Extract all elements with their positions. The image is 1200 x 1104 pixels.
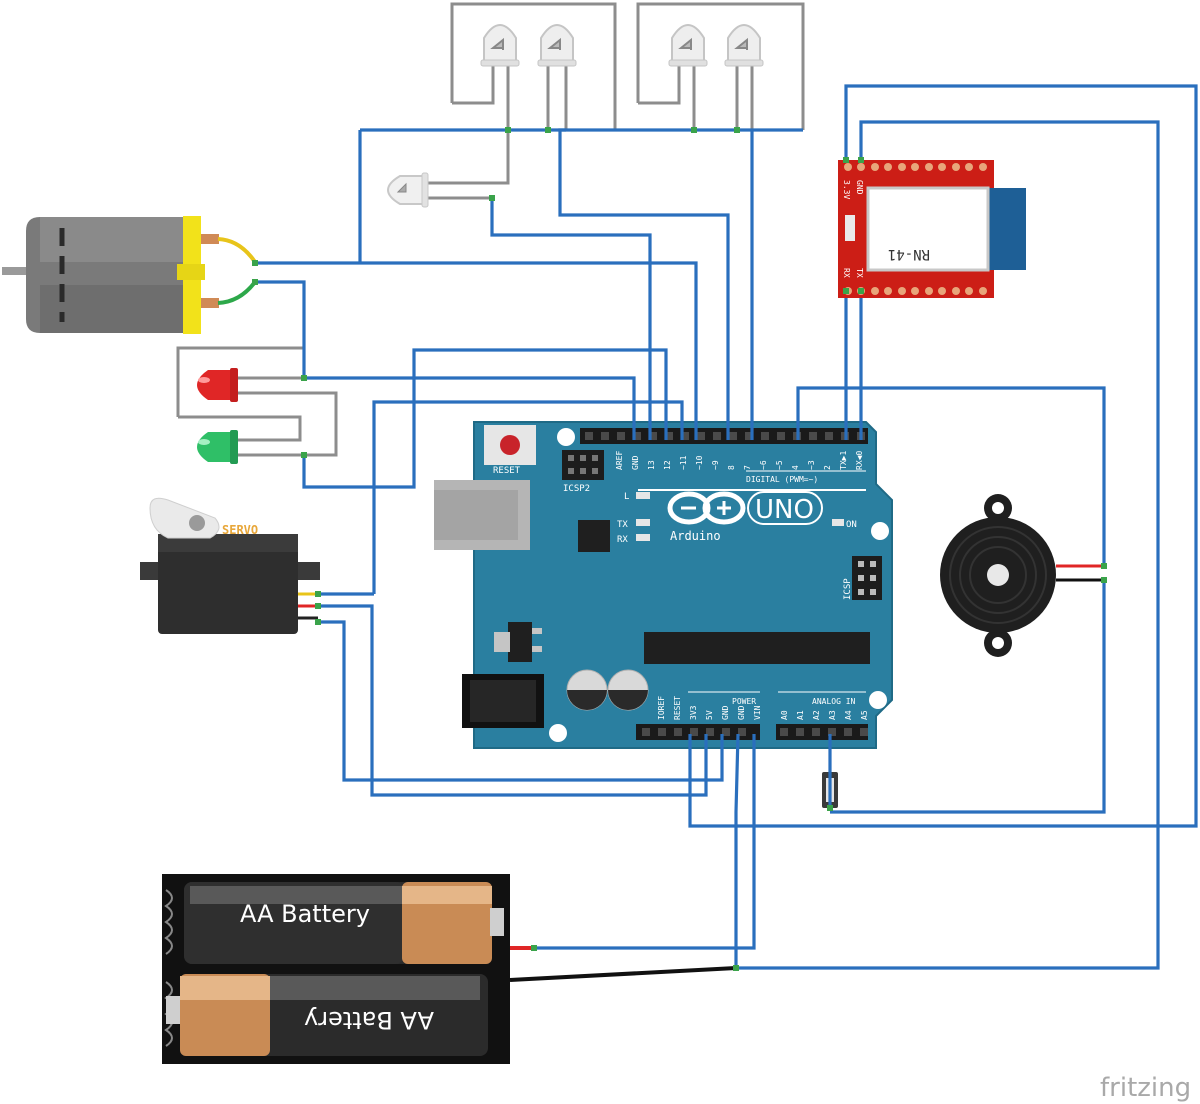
- digital-pin-label-8: 7: [743, 465, 752, 470]
- analog-pin-label-3: A3: [828, 710, 837, 720]
- fritzing-watermark: fritzing: [1100, 1073, 1191, 1103]
- battery-top-label: AA Battery: [240, 900, 370, 928]
- capacitors: [566, 669, 649, 711]
- atmega-chip: [644, 632, 870, 664]
- analog-pin-label-4: A4: [844, 710, 853, 720]
- power-pin-label-6: VIN: [753, 705, 762, 720]
- mount-hole-4: [549, 724, 567, 742]
- ir-led-2: [537, 24, 577, 67]
- digital-pin-label-14: TX▶1: [839, 451, 848, 470]
- power-label: POWER: [732, 697, 756, 706]
- analog-pin-labels: A0 A1 A2 A3 A4 A5: [780, 710, 869, 720]
- icsp2-header: [562, 450, 604, 480]
- wire-endpoints: [252, 127, 1107, 971]
- digital-pin-labels: AREF GND 13 12 ~11 ~10 ~9 8 7 ~6 ~5 4 ~3 2 TX▶1 RX◀0: [615, 451, 864, 470]
- power-pin-label-4: GND: [721, 705, 730, 720]
- bluetooth-module-rn41: RN-41 3.3V GND RX TX: [838, 160, 1026, 298]
- power-pin-label-5: GND: [737, 705, 746, 720]
- bt-pin-gnd: GND: [855, 180, 864, 195]
- digital-pin-label-11: 4: [791, 465, 800, 470]
- l-led-label: L: [624, 492, 629, 502]
- digital-pin-label-7: 8: [727, 465, 736, 470]
- mount-hole-2: [871, 522, 889, 540]
- arduino-brand: Arduino: [670, 529, 721, 543]
- analog-header[interactable]: [776, 724, 868, 740]
- battery-bottom-label: AA Battery: [304, 1006, 434, 1034]
- ir-led-group-left: [450, 2, 617, 130]
- piezo-buzzer: [940, 494, 1104, 657]
- power-pin-label-3: 5V: [705, 710, 714, 720]
- ir-led-3: [668, 24, 708, 67]
- arduino-uno-board: RESET ICSP2 L TX RX UNO Arduino: [434, 421, 893, 749]
- rn41-label: RN-41: [888, 246, 930, 262]
- analog-pin-label-1: A1: [796, 710, 805, 720]
- power-pin-label-2: 3V3: [689, 705, 698, 720]
- ir-led-horizontal: [387, 130, 510, 208]
- reset-button-cap[interactable]: [500, 435, 520, 455]
- bt-pin-tx: TX: [855, 268, 864, 278]
- digital-pin-label-3: 12: [663, 460, 672, 470]
- tx-led-label: TX: [617, 520, 628, 530]
- digital-pin-label-9: ~6: [759, 460, 768, 470]
- digital-pin-label-12: ~3: [807, 460, 816, 470]
- digital-label: DIGITAL (PWM=~): [746, 475, 818, 484]
- wires: [255, 84, 1198, 970]
- analog-pin-label-5: A5: [860, 710, 869, 720]
- arduino-logo: UNO Arduino: [667, 491, 823, 543]
- mount-hole-3: [869, 691, 887, 709]
- power-pin-labels: IOREF RESET 3V3 5V GND GND VIN: [657, 696, 762, 720]
- analog-pin-label-2: A2: [812, 710, 821, 720]
- reset-label: RESET: [493, 466, 521, 476]
- power-pin-label-1: RESET: [673, 696, 682, 720]
- ir-led-group-right: [636, 2, 805, 130]
- ir-led-1: [480, 24, 520, 67]
- on-led-label: ON: [846, 520, 857, 530]
- usb-chip: [578, 520, 610, 552]
- icsp2-label: ICSP2: [563, 484, 590, 494]
- bt-pin-rx: RX: [842, 268, 851, 278]
- digital-pin-label-6: ~9: [711, 460, 720, 470]
- ir-led-4: [724, 24, 764, 67]
- green-led: [197, 430, 238, 464]
- dc-motor: [2, 216, 257, 334]
- digital-pin-label-4: ~11: [679, 455, 688, 470]
- icsp-label: ICSP: [843, 578, 853, 600]
- servo-motor: SERVO: [140, 497, 320, 634]
- digital-pin-label-1: GND: [631, 455, 640, 470]
- rx-led-label: RX: [617, 535, 628, 545]
- digital-pin-label-2: 13: [647, 460, 656, 470]
- analog-pin-label-0: A0: [780, 710, 789, 720]
- digital-pin-label-5: ~10: [695, 455, 704, 470]
- power-pin-label-0: IOREF: [657, 696, 666, 720]
- digital-pin-label-13: 2: [823, 465, 832, 470]
- digital-pin-label-10: ~5: [775, 460, 784, 470]
- analog-label: ANALOG IN: [812, 697, 856, 706]
- digital-pin-label-15: RX◀0: [855, 451, 864, 470]
- icsp-header: [852, 556, 882, 600]
- servo-label: SERVO: [222, 523, 258, 537]
- digital-pin-label-0: AREF: [615, 451, 624, 470]
- uno-logo-text: UNO: [755, 495, 814, 525]
- voltage-regulator: [508, 622, 532, 662]
- mount-hole-1: [557, 428, 575, 446]
- led-frame: [176, 346, 338, 457]
- red-led: [197, 368, 238, 402]
- bt-pin-3v3: 3.3V: [842, 180, 851, 199]
- battery-pack: AA Battery AA Battery: [162, 874, 737, 1064]
